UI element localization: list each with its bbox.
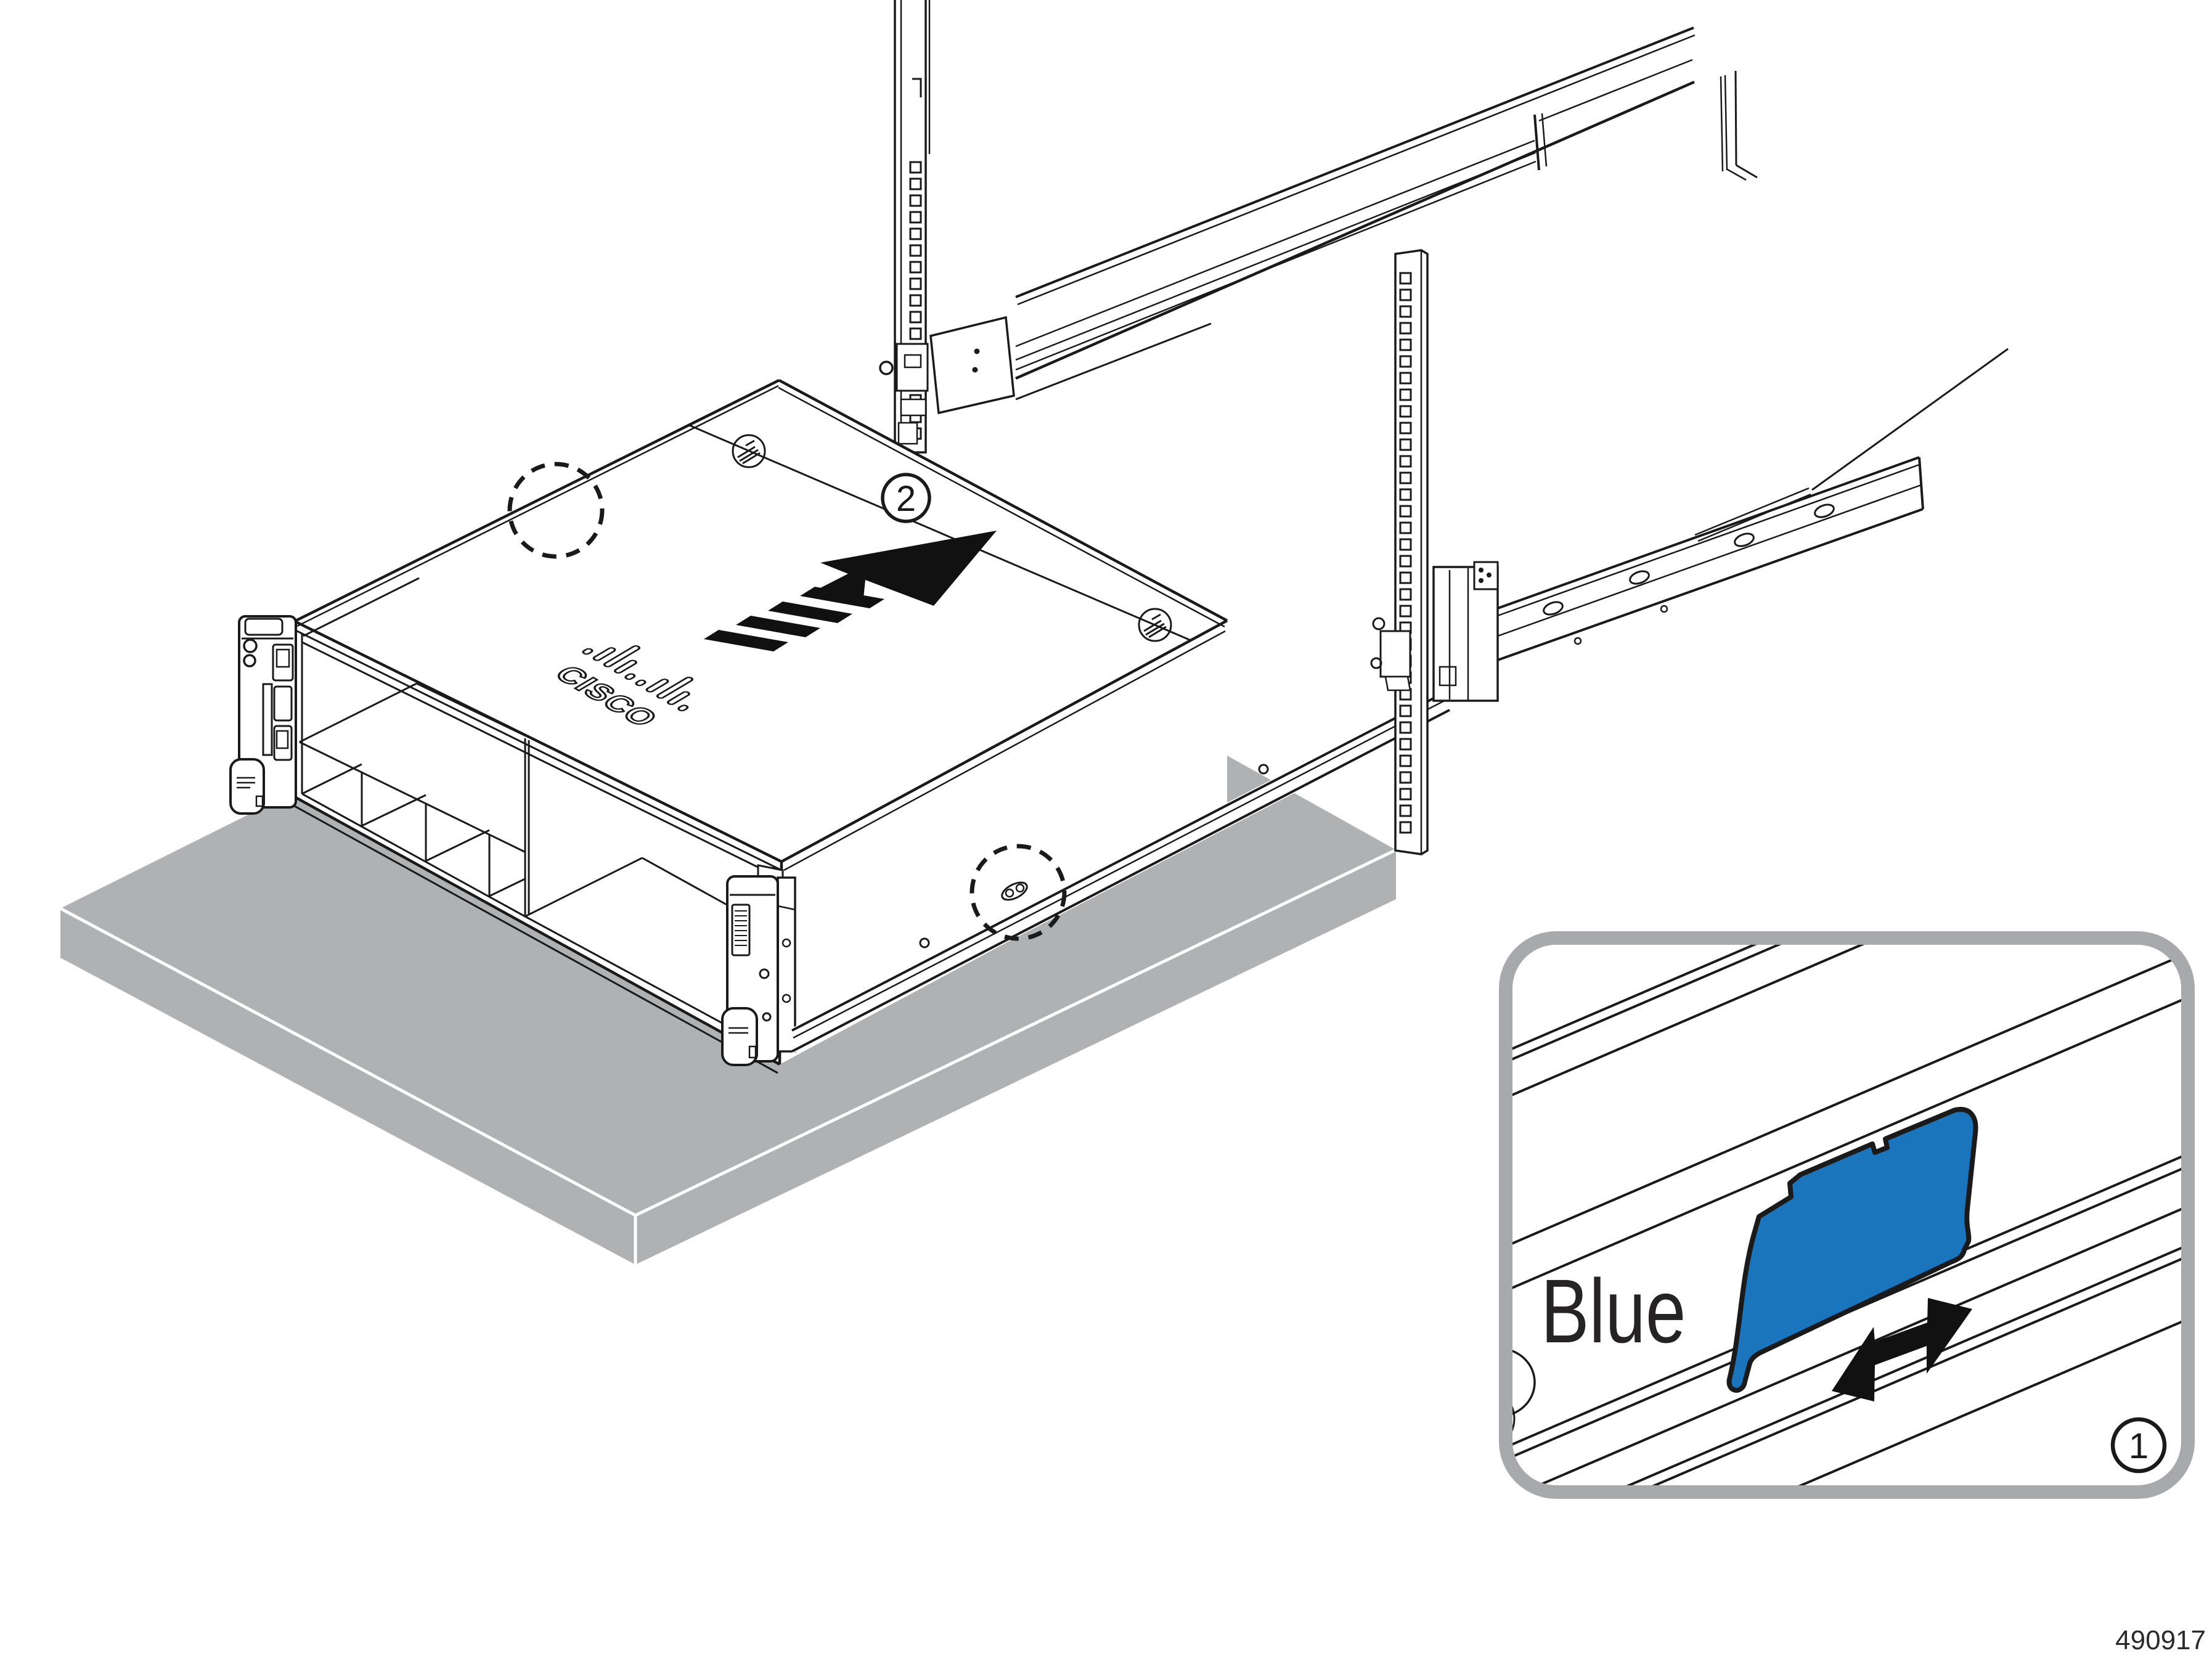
svg-text:2: 2 xyxy=(896,479,916,519)
svg-text:Blue: Blue xyxy=(1541,1260,1686,1362)
svg-text:490917: 490917 xyxy=(2115,1625,2206,1655)
svg-text:1: 1 xyxy=(2129,1426,2149,1466)
